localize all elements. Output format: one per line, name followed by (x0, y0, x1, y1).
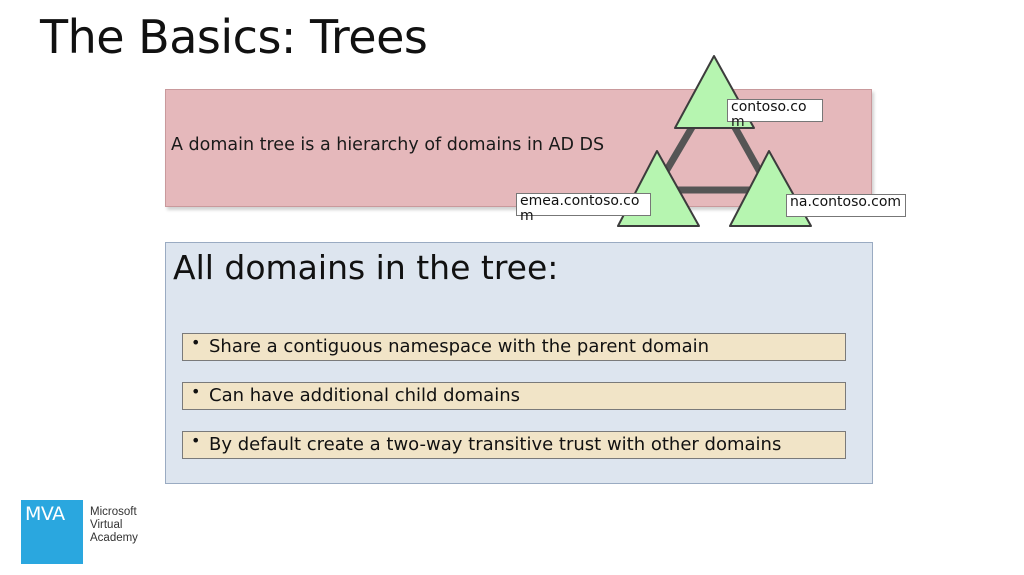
bullet-icon: • (191, 382, 201, 401)
na-domain-label: na.contoso.com (786, 194, 906, 217)
bullet-icon: • (191, 333, 201, 352)
bullet-icon: • (191, 431, 201, 450)
bullet-item: • Share a contiguous namespace with the … (182, 333, 846, 361)
bullet-text: By default create a two-way transitive t… (209, 434, 782, 455)
bullet-item: • By default create a two-way transitive… (182, 431, 846, 459)
mva-name-line: Academy (90, 532, 138, 544)
mva-logo: MVA (21, 500, 83, 564)
domains-heading: All domains in the tree: (173, 248, 559, 287)
definition-text: A domain tree is a hierarchy of domains … (171, 135, 605, 155)
emea-domain-label: emea.contoso.com (516, 193, 651, 224)
mva-name: Microsoft Virtual Academy (90, 506, 138, 545)
mva-logo-text: MVA (25, 503, 65, 525)
slide-title: The Basics: Trees (40, 10, 428, 64)
bullet-text: Can have additional child domains (209, 385, 520, 406)
bullet-text: Share a contiguous namespace with the pa… (209, 336, 710, 357)
mva-name-line: Virtual (90, 519, 123, 531)
mva-name-line: Microsoft (90, 506, 137, 518)
root-domain-label: contoso.com (727, 99, 823, 130)
bullet-item: • Can have additional child domains (182, 382, 846, 410)
